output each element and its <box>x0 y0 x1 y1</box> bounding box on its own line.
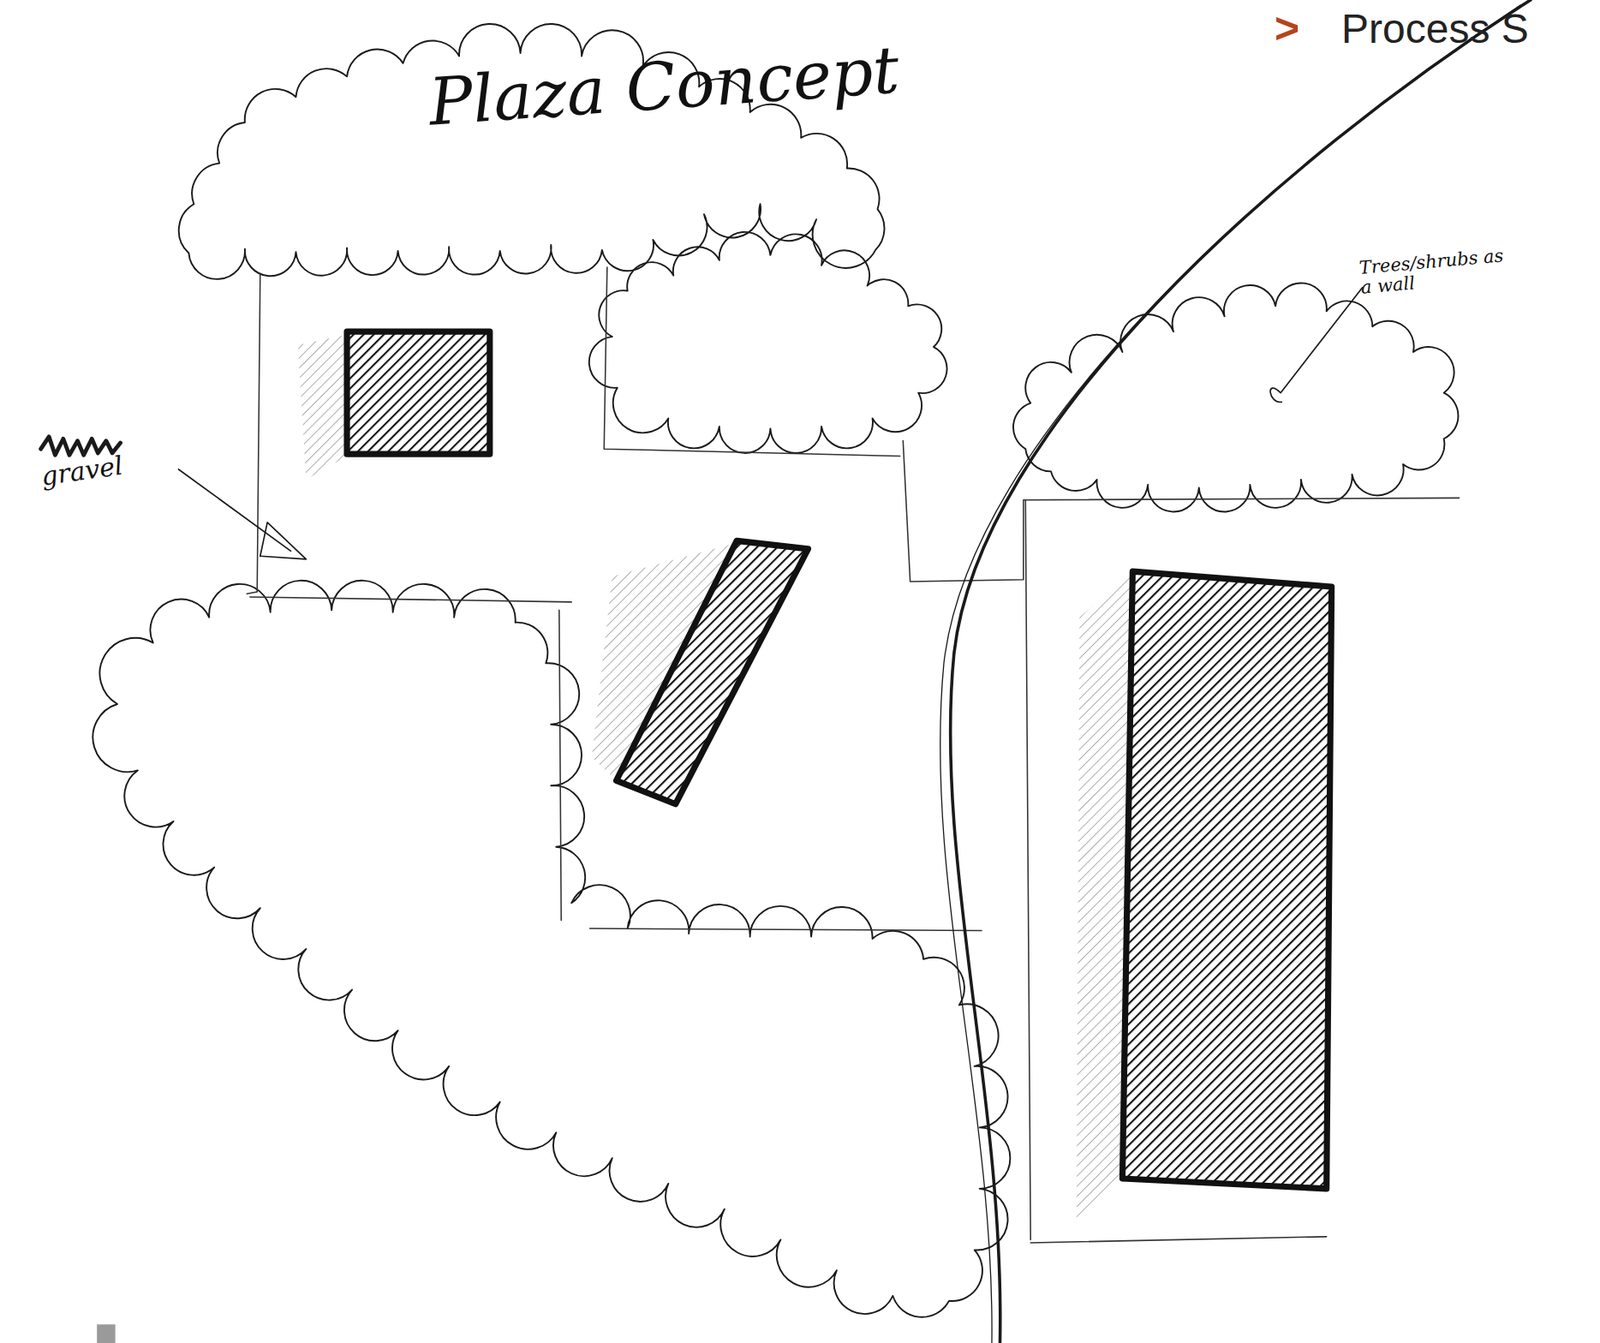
path-curve <box>940 5 1521 1343</box>
hatched-block <box>346 331 490 454</box>
shrub-mass <box>589 232 948 454</box>
hatched-block <box>1122 571 1332 1189</box>
shrub-mass <box>92 580 1010 1318</box>
sketch-group <box>41 0 1531 1343</box>
section-heading: Process S <box>1341 6 1529 53</box>
material-note: gravel <box>39 451 125 491</box>
page-mark <box>96 1324 115 1343</box>
leader-line <box>178 469 291 551</box>
leader-line <box>1270 287 1362 403</box>
planting-note: Trees/shrubs as a wall <box>1358 244 1516 299</box>
plaza-edge <box>246 267 1459 1243</box>
hatched-block <box>616 540 809 804</box>
sketch-title: Plaza Concept <box>426 34 902 139</box>
leader-arrowhead <box>260 522 307 560</box>
path-curve <box>950 0 1531 1343</box>
tree-wall <box>1013 282 1458 512</box>
bullet-marker: > <box>1274 5 1300 53</box>
shadow-hatch <box>298 334 347 480</box>
